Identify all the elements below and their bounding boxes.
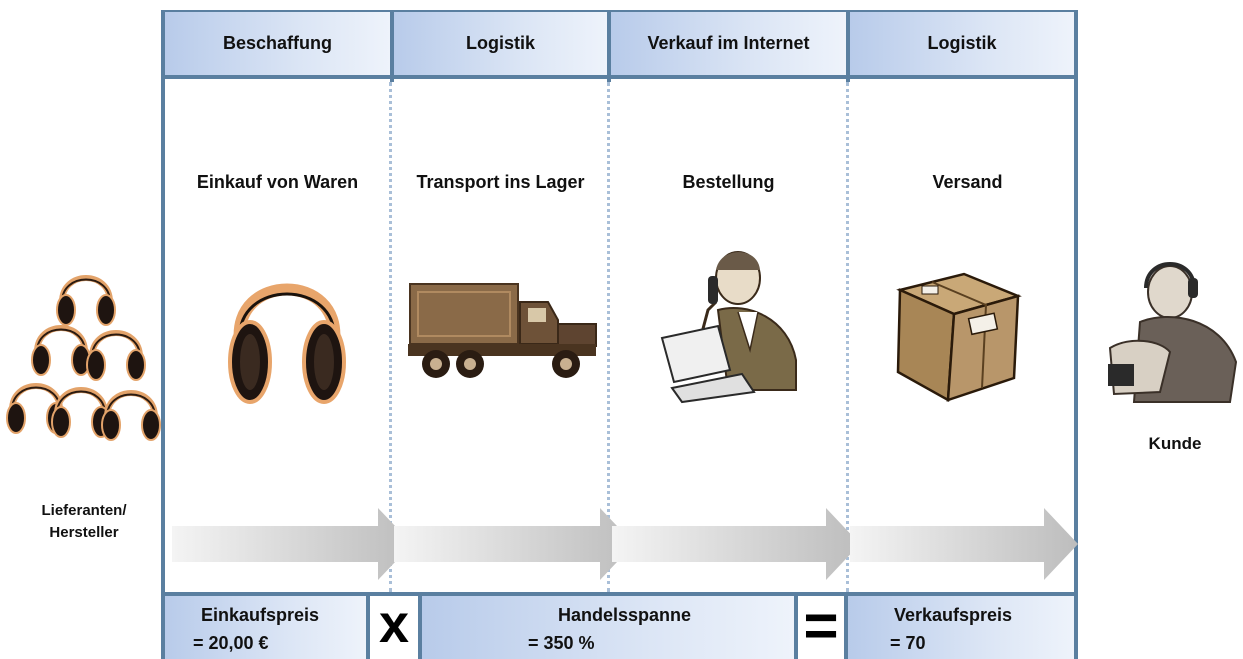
header-verkauf-im-internet: Verkauf im Internet — [611, 12, 846, 79]
footer-divider — [794, 596, 798, 659]
verkaufspreis-title: Verkaufspreis — [894, 605, 1013, 625]
arrow-right-icon — [850, 508, 1078, 580]
arrow-right-icon — [612, 508, 860, 580]
label-kunde: Kunde — [1148, 434, 1202, 453]
handelsspanne-value: = 350 % — [528, 633, 595, 653]
headphones-pile-icon — [6, 262, 166, 448]
footer-divider — [418, 596, 422, 659]
header-logistik-1: Logistik — [394, 12, 607, 79]
step-einkauf-von-waren: Einkauf von Waren — [196, 172, 359, 192]
businessman-phone-icon — [660, 251, 797, 404]
header-divider — [846, 10, 850, 82]
footer-verkaufspreis: Verkaufspreis = 70 — [848, 596, 1074, 659]
process-arrows — [172, 508, 1078, 580]
label-lieferanten-line2: Hersteller — [49, 524, 119, 541]
header-divider — [607, 10, 611, 82]
label-lieferanten-line1: Lieferanten/ — [41, 502, 127, 519]
step-bestellung: Bestellung — [682, 172, 775, 192]
step-versand: Versand — [932, 172, 1003, 192]
verkaufspreis-value: = 70 — [890, 633, 926, 653]
column-divider-dotted — [607, 82, 610, 592]
column-divider-dotted — [846, 82, 849, 592]
header-logistik-2: Logistik — [850, 12, 1074, 79]
customer-headphones-icon — [1108, 262, 1238, 403]
einkaufspreis-title: Einkaufspreis — [201, 605, 320, 625]
parcel-icon — [896, 272, 1022, 403]
arrow-right-icon — [394, 508, 634, 580]
headphones-icon — [228, 283, 346, 404]
footer-divider — [161, 592, 1078, 596]
header-divider — [390, 10, 394, 82]
truck-icon — [408, 283, 597, 378]
times-symbol: x — [378, 594, 410, 654]
footer-divider — [366, 596, 370, 659]
einkaufspreis-value: = 20,00 € — [193, 633, 269, 653]
step-transport-ins-lager: Transport ins Lager — [416, 172, 585, 192]
footer-divider — [844, 596, 848, 659]
footer-einkaufspreis: Einkaufspreis = 20,00 € — [165, 596, 366, 659]
header-beschaffung: Beschaffung — [165, 12, 390, 79]
footer-handelsspanne: Handelsspanne = 350 % — [422, 596, 794, 659]
column-divider-dotted — [389, 82, 392, 592]
arrow-right-icon — [172, 508, 412, 580]
label-lieferanten: Lieferanten/ Hersteller — [14, 500, 154, 544]
equals-symbol: = — [803, 592, 839, 659]
handelsspanne-title: Handelsspanne — [558, 605, 692, 625]
